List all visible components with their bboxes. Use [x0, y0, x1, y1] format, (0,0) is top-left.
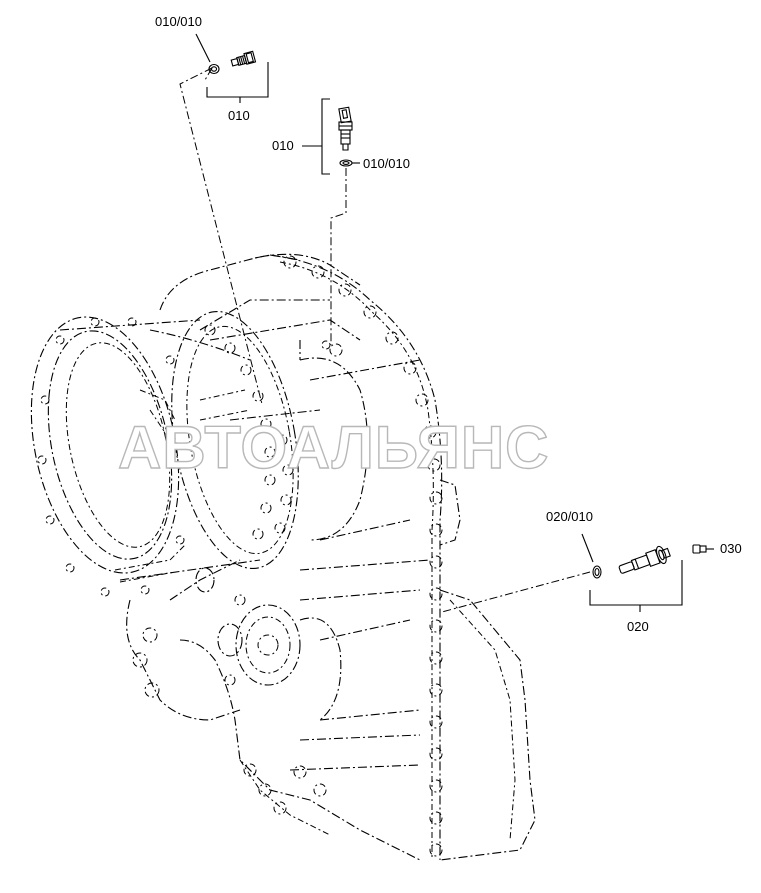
callout-010-top: 010 [228, 108, 250, 123]
projection-lines [179, 67, 591, 613]
callout-010-010-mid: 010/010 [363, 156, 410, 171]
sensor-top [230, 50, 257, 67]
o-ring-top [208, 63, 220, 75]
callout-010-010-top: 010/010 [155, 14, 202, 29]
fitting-020 [581, 533, 714, 612]
callout-020: 020 [627, 619, 649, 634]
fitting [618, 545, 671, 574]
watermark-text: АВТОАЛЬЯНС [118, 414, 550, 481]
sensor-010-mid [302, 98, 360, 175]
o-ring-mid [339, 159, 353, 167]
o-ring-fitting [592, 565, 602, 579]
sensor-mid [338, 106, 353, 151]
transmission-housing [30, 253, 536, 861]
callout-020-010: 020/010 [546, 509, 593, 524]
callout-030: 030 [720, 541, 742, 556]
sensor-010-top [195, 33, 269, 103]
cap-030 [692, 544, 714, 554]
callout-010-mid: 010 [272, 138, 294, 153]
